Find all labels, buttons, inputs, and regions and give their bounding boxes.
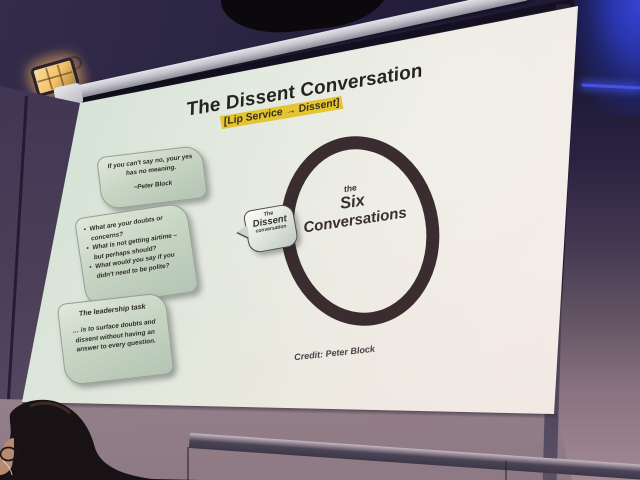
led-corner-glow [574,0,640,115]
mic-wire [2,460,13,476]
glasses [0,446,18,462]
hair [0,399,200,480]
wall-panel-seam [505,461,507,480]
glasses-temple [15,447,24,452]
audience-member-head [0,399,200,480]
leadership-box: The leadership task … is to surface doub… [56,292,175,386]
wall-panel-seam [187,447,189,480]
questions-list: What are your doubts or concerns? What i… [82,211,189,283]
dissent-speech-bubble: The Dissent conversation [242,202,300,255]
questions-box: What are your doubts or concerns? What i… [73,202,200,308]
hair-highlight [29,401,72,415]
leadership-body: … is to surface doubts and dissent witho… [72,318,157,354]
